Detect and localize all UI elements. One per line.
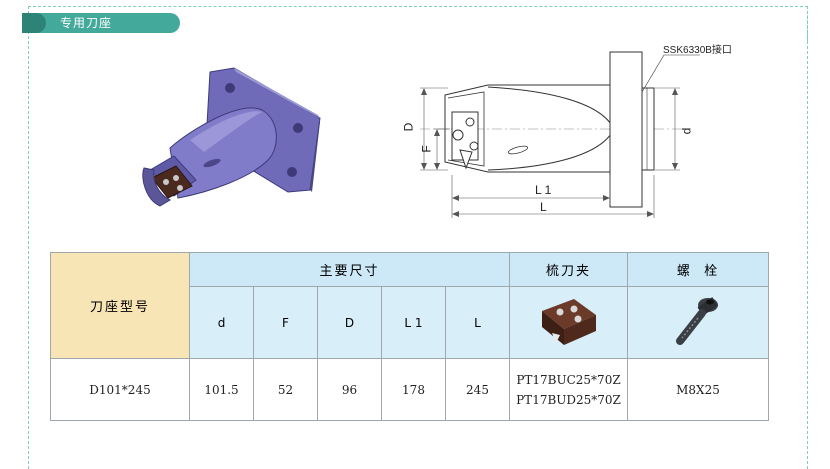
table-subheader-row: d F D L 1 L xyxy=(51,286,769,359)
section-title-text: 专用刀座 xyxy=(60,16,113,30)
bolt-header: 螺 栓 xyxy=(627,252,769,287)
dim-label-F: F xyxy=(419,145,434,153)
dim-label-D: D xyxy=(401,122,416,132)
dim-label-L: L xyxy=(540,200,547,214)
main-dims-header: 主要尺寸 xyxy=(189,252,510,287)
table-row: D101*245 101.5 52 96 178 245 PT17BUC25*7… xyxy=(50,358,769,421)
table-header-row: 刀座型号 主要尺寸 梳刀夹 螺 栓 xyxy=(50,252,769,359)
frame-left-border xyxy=(28,6,30,469)
dim-label-L1: L 1 xyxy=(535,183,552,197)
tool-holder-3d-illustration xyxy=(142,67,321,207)
value-L1: 178 xyxy=(381,358,446,421)
dim-col-D: D xyxy=(317,286,382,359)
model-header: 刀座型号 xyxy=(50,252,190,359)
frame-top-border xyxy=(28,6,808,42)
bolt-cell: M8X25 xyxy=(627,358,769,421)
clamp-model-1: PT17BUC25*70Z xyxy=(516,372,621,387)
bolt-icon xyxy=(676,296,718,345)
dim-col-F: F xyxy=(253,286,318,359)
technical-drawing xyxy=(420,51,700,218)
dim-col-L: L xyxy=(445,286,510,359)
clamp-cell: PT17BUC25*70Z PT17BUD25*70Z xyxy=(509,358,628,421)
dim-col-L1: L 1 xyxy=(381,286,446,359)
title-knob-icon xyxy=(22,13,46,33)
value-F: 52 xyxy=(253,358,318,421)
value-d: 101.5 xyxy=(189,358,254,421)
model-cell: D101*245 xyxy=(50,358,190,421)
clamp-header: 梳刀夹 xyxy=(509,252,628,287)
spec-table: 刀座型号 主要尺寸 梳刀夹 螺 栓 d F D L 1 L xyxy=(50,252,769,421)
comb-clamp-icon xyxy=(541,298,596,345)
value-L: 245 xyxy=(445,358,510,421)
dim-label-d: d xyxy=(679,127,694,135)
section-title: 专用刀座 xyxy=(22,13,180,33)
clamp-image-cell xyxy=(509,286,628,359)
interface-note: SSK6330B接口 xyxy=(663,45,732,56)
frame-right-border xyxy=(807,6,809,469)
value-D: 96 xyxy=(317,358,382,421)
clamp-model-2: PT17BUD25*70Z xyxy=(516,392,621,407)
bolt-image-cell xyxy=(627,286,769,359)
dim-col-d: d xyxy=(189,286,254,359)
